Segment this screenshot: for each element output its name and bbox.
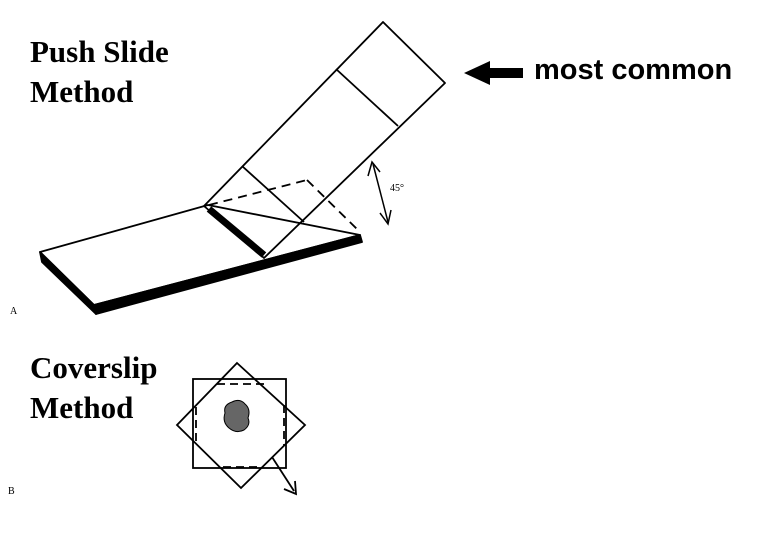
pull-direction-line — [271, 456, 295, 492]
pull-direction-arrowhead-icon — [283, 480, 298, 496]
spreader-slide-divider-bottom — [241, 165, 305, 223]
angle-label: 45° — [390, 183, 404, 194]
coverslip-overlap-dashed — [195, 383, 285, 468]
bottom-slide-front-edge — [93, 234, 363, 315]
coverslip-title: Coverslip Method — [30, 348, 157, 428]
push-slide-title: Push Slide Method — [30, 32, 169, 112]
top-coverslip-diamond — [175, 361, 307, 490]
coverslip-title-line2: Method — [30, 390, 134, 425]
coverslip-title-line1: Coverslip — [30, 350, 158, 385]
angle-double-arrow-icon — [367, 160, 392, 226]
bottom-coverslip-square — [192, 378, 287, 469]
panel-letter-a: A — [10, 306, 18, 317]
most-common-annotation: most common — [534, 54, 733, 86]
coverslip-diagram — [175, 361, 307, 496]
push-slide-title-line2: Method — [30, 74, 134, 109]
blood-film-line — [206, 206, 267, 258]
bottom-slide — [39, 204, 363, 315]
specimen-drop — [223, 399, 250, 433]
panel-letter-b: B — [8, 486, 15, 497]
left-arrow-icon — [464, 61, 523, 85]
bottom-slide-side-edge — [39, 251, 97, 315]
spreader-slide-divider-top — [335, 68, 399, 127]
dashed-projection — [208, 179, 361, 233]
push-slide-title-line1: Push Slide — [30, 34, 169, 69]
spreader-slide-face — [203, 21, 446, 259]
spreader-slide — [203, 21, 446, 259]
